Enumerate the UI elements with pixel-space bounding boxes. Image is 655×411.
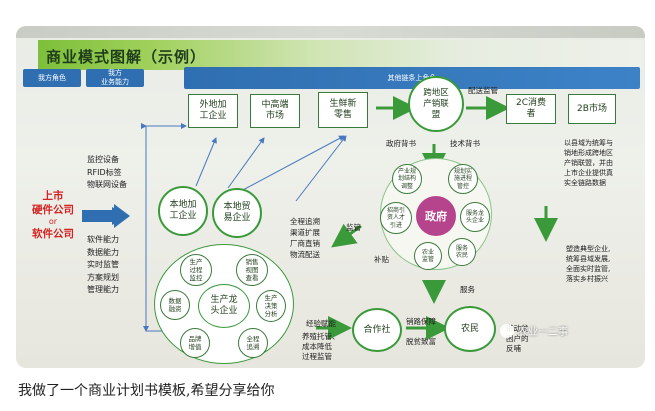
node-fresh-retail: 生鲜新 零售 <box>318 92 368 128</box>
label-supervise: 监管 <box>346 223 361 232</box>
capability-item: RFID标签 <box>87 167 122 177</box>
right-note-2: 塑造典型企业, 统筹县域发展, 全面实时监管, 落实乡村振兴 <box>566 244 610 284</box>
right-note-line: 实全链路数据 <box>564 179 606 187</box>
gov-item-agri-supervise: 农业 监管 <box>414 242 442 270</box>
node-local-processing: 外地加 工企业 <box>188 94 238 128</box>
label-tech-endorse: 技术背书 <box>450 139 480 148</box>
header-our-role: 我方角色 <box>23 69 81 87</box>
cluster-brand: 品牌 增值 <box>180 328 210 358</box>
capability-item: 物联网设备 <box>87 180 127 189</box>
cluster-production-decision: 生产 决策 分析 <box>256 290 286 322</box>
label-experience: 经验赋能 <box>306 319 336 328</box>
watermark-text: 农业一二事 <box>518 327 568 338</box>
capability-item: 数据能力 <box>87 247 119 257</box>
header-other-roles: 其他链条上角色 <box>184 67 640 89</box>
node-farmers: 农民 <box>444 306 496 352</box>
service-item: 全程追溯 <box>290 217 320 226</box>
capability-list-top: 监控设备 RFID标签 物联网设备 <box>87 154 127 192</box>
capability-item: 监控设备 <box>87 155 119 164</box>
right-note-line: 销地形成跨地区 <box>564 149 613 157</box>
capability-item: 实时监管 <box>87 260 119 269</box>
left-company-line3: or <box>48 217 58 226</box>
right-note-1: 以县域为统筹与 销地形成跨地区 产销联盟，并由 上市企业提供真 实全链路数据 <box>564 138 613 188</box>
cluster-production-process: 生产 过程 监控 <box>180 254 212 286</box>
watermark: 农业一二事 <box>500 323 568 338</box>
cluster-data-finance: 数据 融资 <box>160 290 190 320</box>
node-local-trade: 本地贸 易企业 <box>212 188 262 238</box>
cluster-center: 生产龙 头企业 <box>198 284 250 328</box>
title-bar <box>38 40 643 70</box>
right-note-line: 落实乡村振兴 <box>566 275 608 283</box>
node-b2b: 2B市场 <box>568 94 616 124</box>
cluster-sales-view: 销售 视图 查看 <box>236 254 268 286</box>
drive-text: 带动贫 困户的 反哺 <box>506 324 529 353</box>
label-distribution: 配送监管 <box>468 86 498 95</box>
label-subsidy: 补贴 <box>374 255 389 264</box>
right-note-line: 以县域为统筹与 <box>564 139 613 147</box>
diagram-title: 商业模式图解（示例） <box>46 48 207 66</box>
gov-item-planning: 产业规 划结构 调整 <box>392 164 422 194</box>
node-c2c: 2C消费 者 <box>506 94 556 124</box>
left-company-line2: 硬件公司 <box>32 204 74 216</box>
gov-center: 政府 <box>416 196 456 236</box>
capability-list-bottom: 软件能力 数据能力 实时监管 方案规划 管理能力 <box>87 234 119 297</box>
right-note-line: 统筹县域发展, <box>566 255 611 263</box>
service-item: 渠道扩展 <box>290 228 320 237</box>
gov-item-serve-farmers: 服务 农民 <box>448 238 476 266</box>
capability-item: 软件能力 <box>87 235 119 244</box>
support-text: 养殖托管、 成本降低 过程监管 <box>302 332 340 361</box>
node-mid-high-market: 中高端 市场 <box>250 94 300 128</box>
caption: 我做了一个商业计划书模板,希望分享给你 <box>18 383 275 399</box>
right-note-line: 产销联盟，并由 <box>564 159 613 167</box>
right-note-line: 上市企业提供真 <box>564 169 613 177</box>
capability-item: 方案规划 <box>87 272 119 282</box>
node-alliance: 跨地区 产销联 盟 <box>408 76 464 132</box>
capability-item: 管理能力 <box>87 285 119 294</box>
cluster-full-trace: 全程 追溯 <box>238 328 268 358</box>
gov-item-progress: 规划实 施进程 管控 <box>448 164 478 194</box>
service-list: 全程追溯 渠道扩展 厂商直销 物流配送 <box>290 216 320 260</box>
connector-lines <box>82 96 558 340</box>
diagram-image: 商业模式图解（示例） 我方角色 我方 业务能力 其他链条上角色 <box>16 26 645 368</box>
top-strip <box>16 26 645 38</box>
left-company: 上市 硬件公司 or 软件公司 <box>20 189 86 241</box>
left-company-line1: 上市 <box>42 190 64 202</box>
label-service: 服务 <box>460 285 475 294</box>
gov-item-invest: 招商引 资人才 引进 <box>380 202 412 234</box>
right-note-line: 塑造典型企业, <box>566 245 611 253</box>
wechat-icon <box>500 323 514 338</box>
service-item: 厂商直销 <box>290 239 320 248</box>
label-poverty: 脱贫致富 <box>406 337 436 346</box>
node-local-proc: 本地加 工企业 <box>158 186 208 236</box>
gov-item-serve-leaders: 服务龙 头企业 <box>460 202 490 232</box>
right-note-line: 全面实时监管, <box>566 265 611 273</box>
header-our-capability: 我方 业务能力 <box>86 69 144 87</box>
left-company-line4: 软件公司 <box>32 228 74 240</box>
node-coop: 合作社 <box>352 308 402 352</box>
label-gov-endorse: 政府背书 <box>386 139 416 148</box>
label-sales-guarantee: 销路保障 <box>406 317 436 326</box>
service-item: 物流配送 <box>290 250 320 259</box>
